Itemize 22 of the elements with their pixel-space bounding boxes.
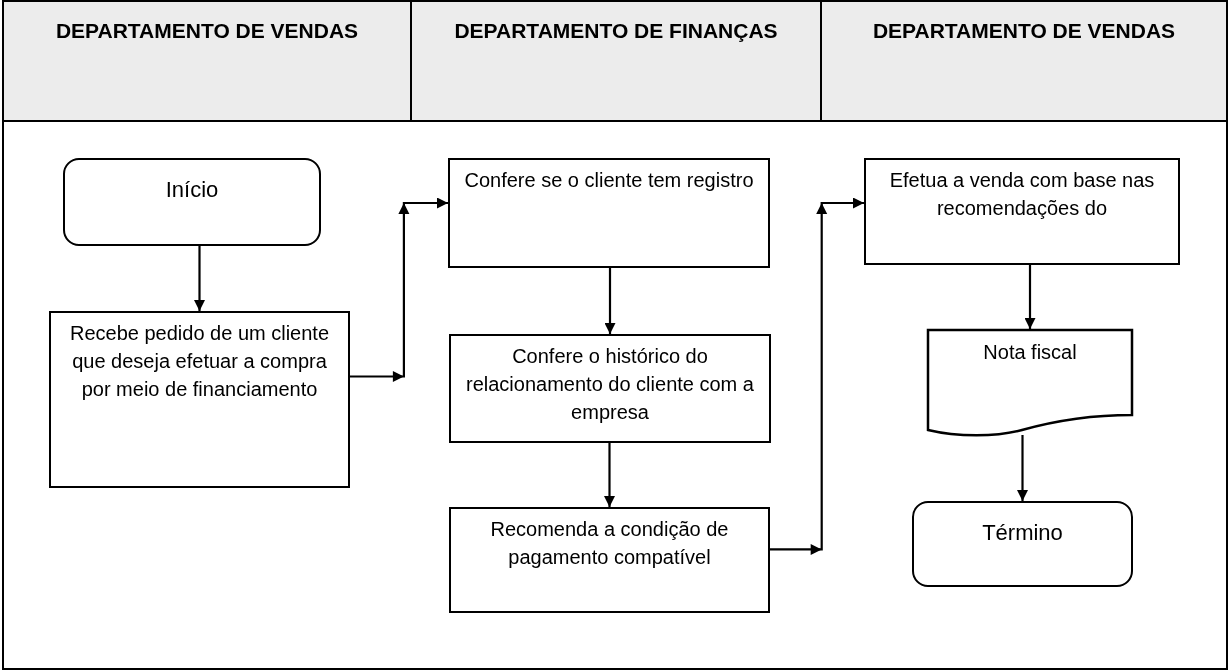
lane-header <box>410 0 822 122</box>
step-label: Término <box>982 519 1063 547</box>
terminal-box <box>63 158 321 246</box>
step-label: Recebe pedido de um cliente que deseja efetuar a compra por meio de financiamento <box>68 321 331 402</box>
process-box <box>864 158 1180 265</box>
document-shape <box>927 329 1133 437</box>
step-label: Início <box>165 176 219 204</box>
step-label: Efetua a venda com base nas recomendações do <box>888 168 1156 221</box>
lane-header <box>2 0 412 122</box>
step-label: Nota fiscal <box>983 341 1077 364</box>
process-box <box>449 334 771 443</box>
terminal-box <box>912 501 1133 587</box>
step-label: Confere o histórico do relacionamento do cliente com a empresa <box>465 344 755 425</box>
lane-header <box>820 0 1228 122</box>
step-label: Recomenda a condição de pagamento compatível <box>489 517 730 570</box>
lane-title: DEPARTAMENTO DE FINANÇAS <box>454 18 778 44</box>
process-box <box>449 507 770 613</box>
lane-title: DEPARTAMENTO DE VENDAS <box>55 18 359 44</box>
step-label: Confere se o cliente tem registro <box>464 168 754 193</box>
process-box <box>448 158 770 268</box>
lane-title: DEPARTAMENTO DE VENDAS <box>872 18 1176 44</box>
process-box <box>49 311 350 488</box>
